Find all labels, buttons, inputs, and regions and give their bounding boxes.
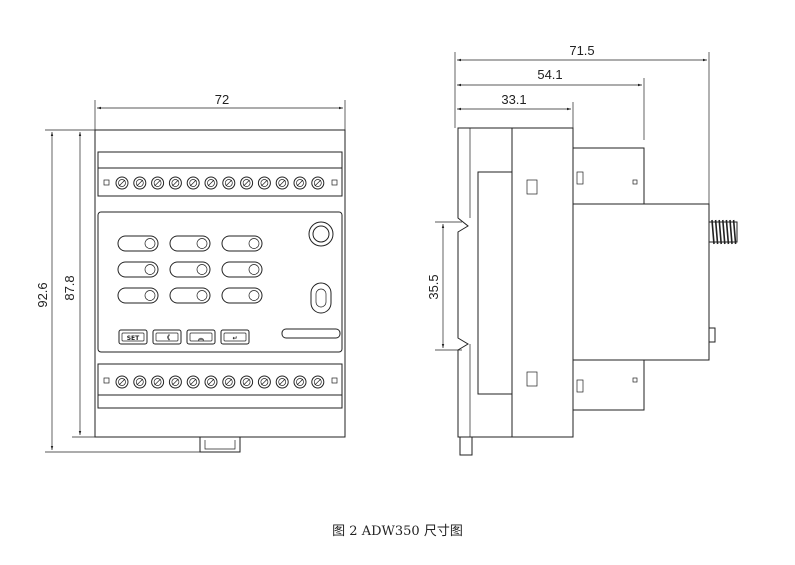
key-enter[interactable]: ↵: [220, 329, 250, 345]
depth-front-dimension: 33.1: [457, 92, 574, 128]
terminal-screw: [133, 375, 147, 389]
terminal-screw: [257, 176, 271, 190]
depth-mid-label: 54.1: [537, 67, 562, 82]
indicator-led: [169, 261, 211, 278]
terminal-screw: [311, 176, 325, 190]
terminal-screw: [151, 176, 165, 190]
terminal-screw: [115, 176, 129, 190]
label-slot: [281, 328, 341, 339]
terminal-screw: [151, 375, 165, 389]
rail-dimension: 35.5: [426, 221, 462, 351]
enter-key-icon: ↵: [232, 335, 237, 342]
oval-window: [310, 282, 332, 314]
side-din-clip: [459, 436, 473, 456]
terminal-screw: [204, 375, 218, 389]
depth-total-label: 71.5: [569, 43, 594, 58]
terminal-screw: [240, 375, 254, 389]
terminal-screw: [204, 176, 218, 190]
height-inner-dimension: 87.8: [62, 132, 95, 438]
terminal-screw: [257, 375, 271, 389]
indicator-led: [117, 261, 159, 278]
depth-front-label: 33.1: [501, 92, 526, 107]
terminal-screw: [293, 375, 307, 389]
front-panel: [97, 211, 343, 353]
terminal-screw: [186, 375, 200, 389]
terminal-screw: [293, 176, 307, 190]
indicator-led: [169, 287, 211, 304]
indicator-led: [221, 235, 263, 252]
rail-label: 35.5: [426, 274, 441, 299]
depth-mid-dimension: 54.1: [457, 67, 645, 140]
terminal-screw: [133, 176, 147, 190]
main-body: [511, 127, 710, 438]
indicator-led: [169, 235, 211, 252]
front-view: 72 92.6 87.8: [35, 92, 346, 453]
height-outer-label: 92.6: [35, 282, 50, 307]
height-outer-dimension: 92.6: [35, 129, 200, 453]
terminal-screw: [240, 176, 254, 190]
terminal-screw: [115, 375, 129, 389]
indicator-led: [221, 261, 263, 278]
indicator-leds: [117, 235, 263, 304]
indicator-led: [221, 287, 263, 304]
bottom-terminal-screws: [115, 375, 325, 389]
side-housing: [457, 127, 513, 438]
indicator-led: [117, 235, 159, 252]
key-up[interactable]: ︽: [186, 329, 216, 345]
terminal-screw: [275, 176, 289, 190]
depth-total-dimension: 71.5: [454, 43, 710, 210]
width-dimension: 72: [94, 92, 346, 130]
port-circle: [308, 221, 334, 247]
panel-edge: [477, 171, 513, 395]
terminal-screw: [275, 375, 289, 389]
left-key-icon: 《: [164, 334, 170, 342]
up-key-icon: ︽: [198, 335, 204, 342]
height-inner-label: 87.8: [62, 275, 77, 300]
terminal-screw: [186, 176, 200, 190]
din-clip: [199, 437, 241, 453]
top-terminal-screws: [115, 176, 325, 190]
key-left[interactable]: 《: [152, 329, 182, 345]
bottom-terminal-block: [97, 363, 343, 409]
top-terminal-block: [97, 151, 343, 197]
terminal-screw: [222, 375, 236, 389]
width-label: 72: [215, 92, 229, 107]
figure-caption: 图 2 ADW350 尺寸图: [332, 524, 463, 539]
indicator-led: [117, 287, 159, 304]
terminal-screw: [311, 375, 325, 389]
key-set[interactable]: SET: [118, 329, 148, 345]
terminal-screw: [222, 176, 236, 190]
front-housing: [94, 129, 346, 438]
set-label: SET: [127, 335, 140, 342]
terminal-screw: [168, 375, 182, 389]
terminal-screw: [168, 176, 182, 190]
side-view: 71.5 54.1 33.1 35.5: [426, 43, 738, 456]
